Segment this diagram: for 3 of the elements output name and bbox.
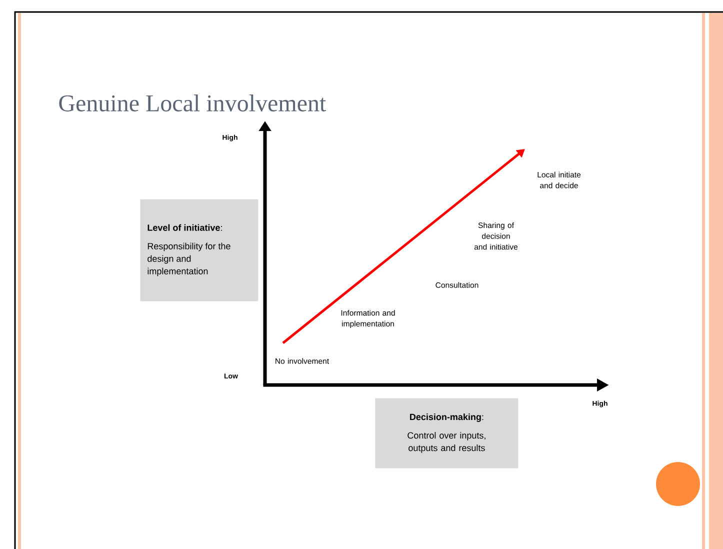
label-box: Decision-making: Control over inputs, outputs and results (375, 398, 518, 468)
label-box: Level of initiative: Responsibility for the design and implementation (140, 199, 258, 302)
slide-title: Genuine Local involvement (59, 94, 326, 112)
